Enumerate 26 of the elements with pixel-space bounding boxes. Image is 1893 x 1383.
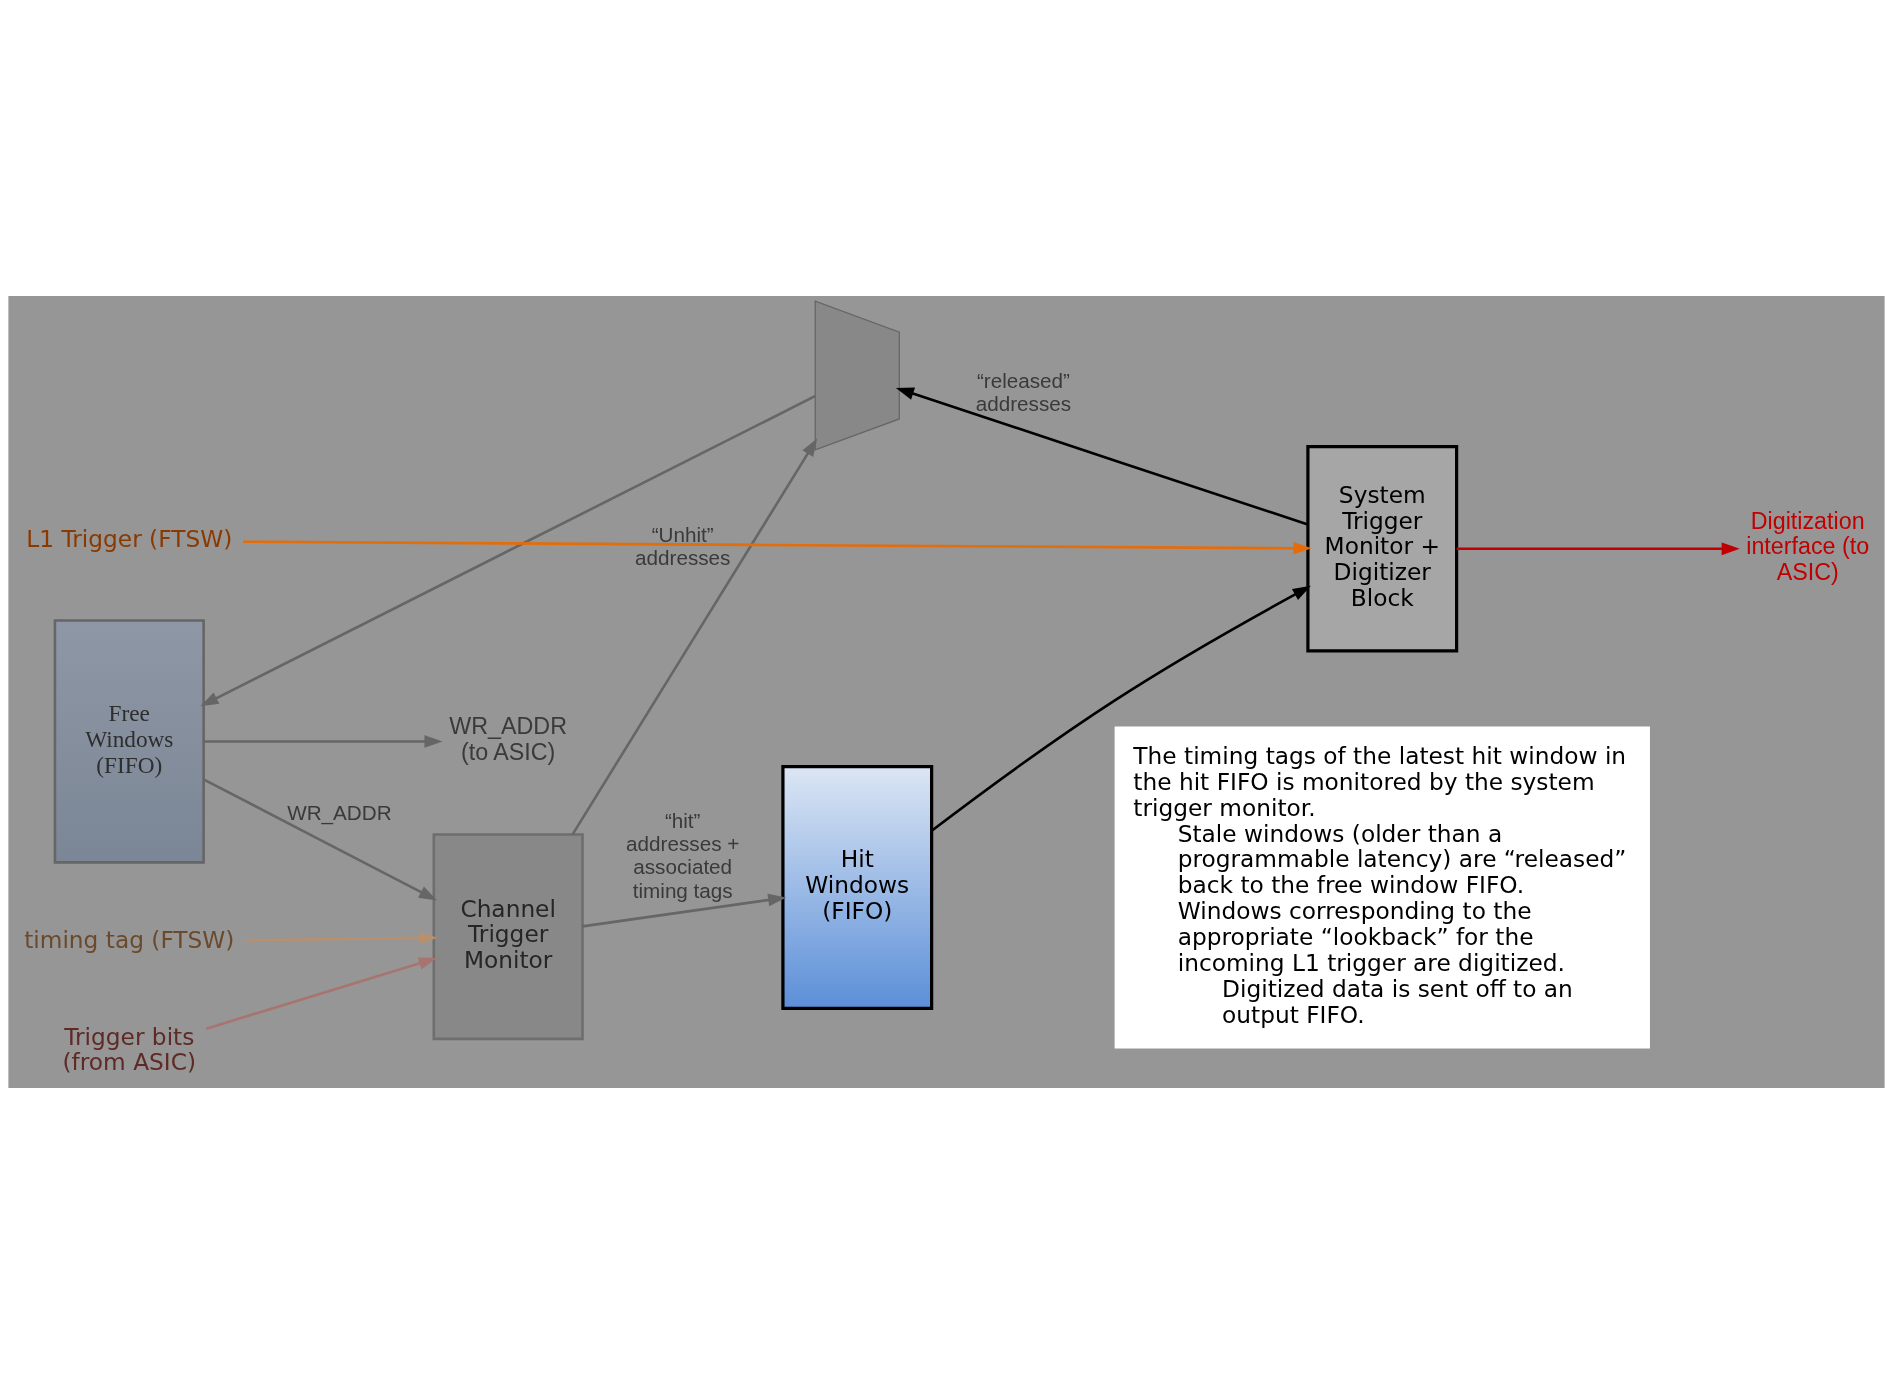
node-box: Free Windows (FIFO) bbox=[53, 618, 205, 864]
arrow bbox=[204, 734, 443, 748]
arrow bbox=[200, 394, 816, 706]
arrow bbox=[245, 931, 438, 944]
arrow bbox=[930, 585, 1311, 832]
arrow bbox=[571, 437, 818, 835]
edge-label: “released” addresses bbox=[975, 368, 1072, 415]
node-box: The timing tags of the latest hit window in the hit FIFO is monitored by the system trigger monitor. Stale windows (older than a programmable latency) are “released” back to the free window FIFO. Windows corresponding to the appropriate “lookback” for the incoming L1 trigger are digitized. Digitized data is sent off to an output FIFO. bbox=[1114, 726, 1650, 1049]
edge-label: WR_ADDR bbox=[287, 800, 392, 824]
arrow bbox=[582, 893, 787, 928]
node-text: L1 Trigger (FTSW) bbox=[26, 524, 233, 552]
node-text: Trigger bits (from ASIC) bbox=[62, 1022, 197, 1075]
arrow bbox=[203, 777, 438, 900]
arrow bbox=[1456, 541, 1740, 555]
edge-label: “Unhit” addresses bbox=[635, 522, 731, 569]
node-trapezoid bbox=[814, 299, 900, 451]
arrow bbox=[205, 956, 437, 1030]
node-text: Digitization interface (to ASIC) bbox=[1746, 507, 1870, 585]
arrow bbox=[895, 387, 1309, 526]
arrow bbox=[243, 539, 1312, 555]
node-box: Channel Trigger Monitor bbox=[432, 832, 584, 1040]
node-box: Hit Windows (FIFO) bbox=[781, 764, 934, 1010]
node-text: WR_ADDR (to ASIC) bbox=[449, 712, 567, 765]
node-box: System Trigger Monitor + Digitizer Block bbox=[1306, 444, 1459, 653]
edge-label: “hit” addresses + associated timing tags bbox=[626, 808, 740, 902]
node-text: timing tag (FTSW) bbox=[24, 925, 235, 953]
